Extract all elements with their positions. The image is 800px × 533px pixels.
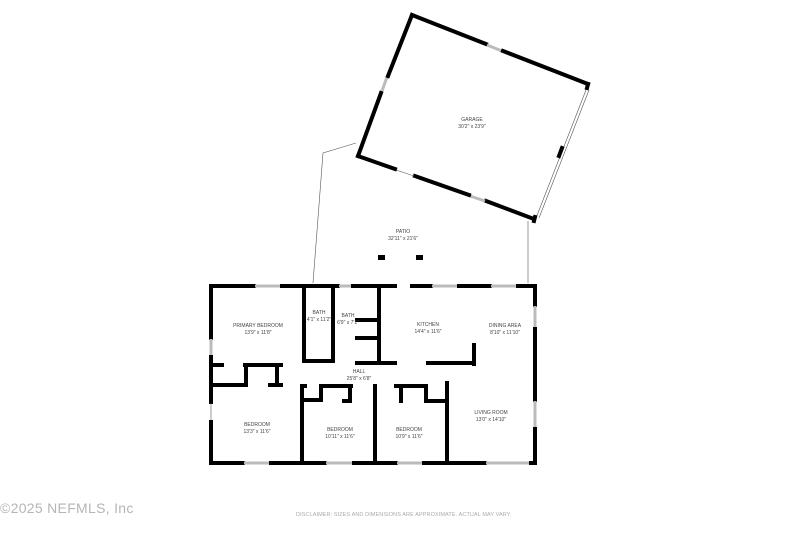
room-dims-living: 13'0" x 14'10" — [476, 417, 506, 423]
room-name-living: LIVING ROOM — [474, 410, 507, 416]
room-dims-bedroom-2: 10'11" x 11'6" — [325, 434, 355, 440]
room-dims-patio: 32'11" x 21'6" — [388, 236, 418, 242]
room-name-dining: DINING AREA — [489, 323, 522, 329]
room-name-bedroom-1: BEDROOM — [244, 422, 270, 428]
garage — [355, 12, 591, 224]
room-dims-dining: 8'10" x 11'10" — [490, 330, 520, 336]
house — [209, 284, 537, 465]
patio — [312, 142, 529, 284]
copyright-watermark: ©2025 NEFMLS, Inc — [0, 500, 134, 516]
room-dims-primary-bedroom: 13'9" x 11'8" — [244, 330, 271, 336]
room-name-primary-bedroom: PRIMARY BEDROOM — [233, 323, 283, 329]
room-name-hall: HALL — [353, 369, 366, 375]
room-dims-garage: 30'2" x 23'9" — [458, 124, 486, 130]
room-labels: GARAGE 30'2" x 23'9" PATIO 32'11" x 21'6… — [233, 117, 522, 440]
room-dims-kitchen: 14'4" x 11'6" — [414, 329, 441, 335]
room-dims-bath-2: 6'9" x 7'1" — [337, 320, 359, 326]
room-name-patio: PATIO — [396, 229, 410, 235]
room-name-bedroom-2: BEDROOM — [327, 427, 353, 433]
room-name-garage: GARAGE — [461, 117, 483, 123]
room-dims-bath-1: 4'1" x 11'2" — [307, 317, 331, 323]
disclaimer-text: DISCLAIMER: SIZES AND DIMENSIONS ARE APP… — [296, 512, 512, 518]
room-name-bedroom-3: BEDROOM — [396, 427, 422, 433]
room-name-bath-1: BATH — [313, 310, 326, 316]
room-dims-hall: 25'8" x 6'8" — [347, 376, 372, 382]
room-dims-bedroom-1: 13'3" x 11'6" — [243, 429, 270, 435]
room-name-bath-2: BATH — [342, 313, 355, 319]
room-name-kitchen: KITCHEN — [417, 322, 439, 328]
room-dims-bedroom-3: 10'9" x 11'6" — [395, 434, 422, 440]
